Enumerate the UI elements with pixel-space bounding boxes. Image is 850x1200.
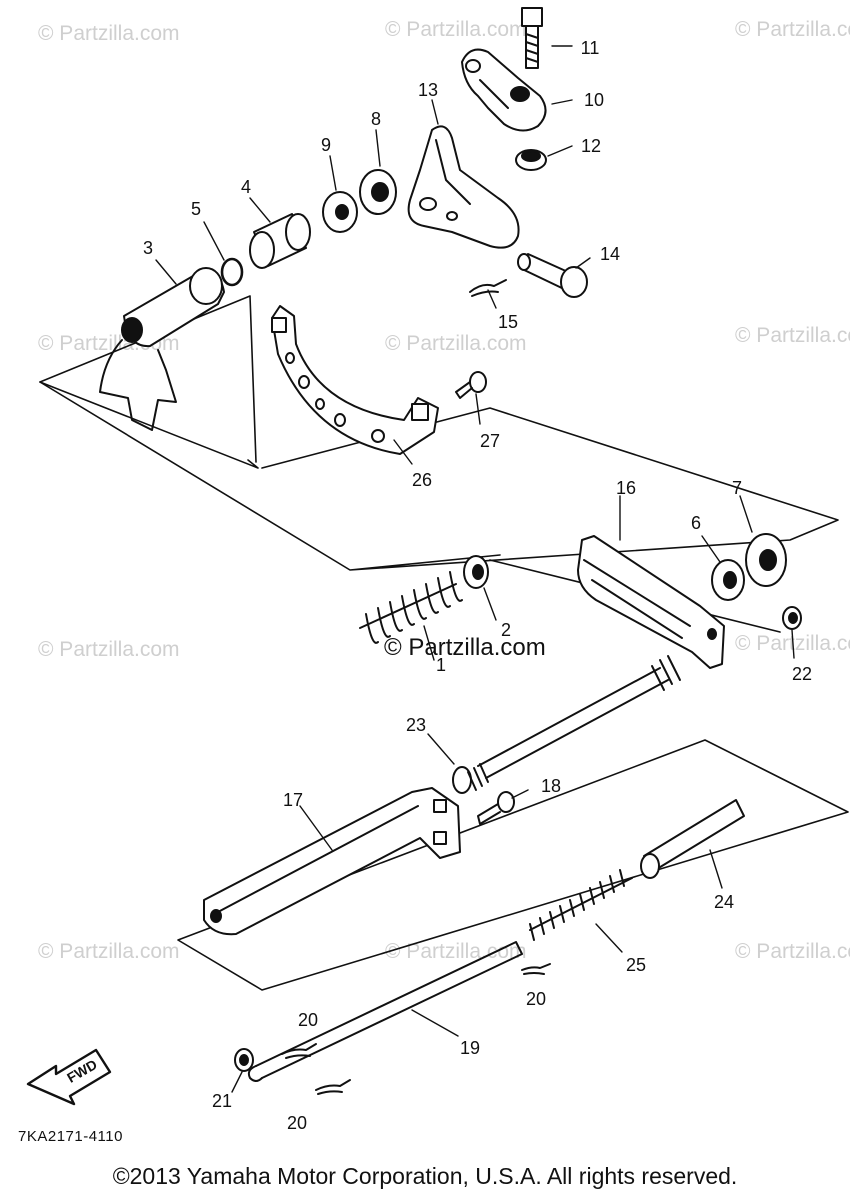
callout-12: 12	[580, 136, 602, 156]
clamp-bracket-10-part	[461, 48, 547, 132]
callout-26: 26	[411, 470, 433, 490]
watermark-mid-right: © Partzilla.com	[735, 324, 850, 347]
washer-7-part	[745, 533, 787, 587]
callout-20-middle: 20	[297, 1010, 319, 1030]
shift-bracket-13-part	[407, 125, 520, 249]
shift-lever-3-part	[99, 267, 225, 431]
callout-10: 10	[583, 90, 605, 110]
assembly-outline-lower-frame	[177, 739, 849, 991]
callout-2: 2	[500, 620, 512, 640]
arc-bracket-26-part	[271, 305, 439, 455]
callout-7: 7	[731, 478, 743, 498]
shift-slide-16-part	[577, 535, 725, 669]
cotter-pin-20a-part	[521, 963, 551, 975]
fwd-arrow-icon	[26, 1048, 112, 1106]
washer-22-part	[782, 606, 802, 630]
callout-17: 17	[282, 790, 304, 810]
bolt-11-part	[521, 7, 543, 69]
part-code: 7KA2171-4110	[18, 1128, 123, 1145]
callout-20-upper: 20	[525, 989, 547, 1009]
callout-5: 5	[190, 199, 202, 219]
washer-9-part	[322, 191, 358, 233]
watermark-mid-center: © Partzilla.com	[385, 332, 527, 355]
callout-25: 25	[625, 955, 647, 975]
callout-8: 8	[370, 109, 382, 129]
callout-9: 9	[320, 135, 332, 155]
watermark-bottom-right: © Partzilla.com	[735, 940, 850, 963]
washer-2-part	[463, 555, 489, 589]
callout-20-lower: 20	[286, 1113, 308, 1133]
watermark-lower-left: © Partzilla.com	[38, 638, 180, 661]
callout-15: 15	[497, 312, 519, 332]
leader-lines	[155, 45, 795, 1093]
washer-21-part	[234, 1048, 254, 1072]
callout-24: 24	[713, 892, 735, 912]
ring-5-part	[220, 257, 244, 287]
cotter-pin-20c-part	[315, 1079, 351, 1095]
cotter-pin-15-part	[469, 279, 507, 297]
watermark-top-left: © Partzilla.com	[38, 22, 180, 45]
washer-6-part	[711, 559, 745, 601]
callout-1: 1	[435, 655, 447, 675]
center-watermark: © Partzilla.com	[384, 634, 546, 661]
washer-8-part	[359, 169, 397, 215]
callout-19: 19	[459, 1038, 481, 1058]
copyright-notice: ©2013 Yamaha Motor Corporation, U.S.A. A…	[112, 1163, 738, 1189]
watermark-bottom-left: © Partzilla.com	[38, 940, 180, 963]
bolt-18-part	[477, 791, 515, 825]
callout-18: 18	[540, 776, 562, 796]
assembly-outline-upper-frame	[39, 381, 839, 571]
callout-27: 27	[479, 431, 501, 451]
callout-16: 16	[615, 478, 637, 498]
callout-22: 22	[791, 664, 813, 684]
spring-25-part	[529, 869, 633, 941]
spring-1-part	[359, 571, 463, 644]
shift-lever-17-part	[203, 787, 461, 936]
rod-19-part	[247, 941, 523, 1082]
shift-rod-part	[477, 655, 681, 779]
bushing-4-part	[249, 213, 311, 269]
watermark-top-right: © Partzilla.com	[735, 18, 850, 41]
callout-4: 4	[240, 177, 252, 197]
pin-14-part	[517, 253, 588, 298]
watermark-top-center: © Partzilla.com	[385, 18, 527, 41]
callout-21: 21	[211, 1091, 233, 1111]
callout-23: 23	[405, 715, 427, 735]
grommet-12-part	[515, 149, 547, 171]
watermark-bottom-center: © Partzilla.com	[385, 940, 527, 963]
spring-23-part	[452, 763, 489, 794]
callout-6: 6	[690, 513, 702, 533]
callout-11: 11	[580, 38, 600, 58]
callout-13: 13	[417, 80, 439, 100]
callout-3: 3	[142, 238, 154, 258]
cotter-pin-20b-part	[281, 1043, 317, 1059]
tube-24-part	[640, 799, 745, 879]
screw-27-part	[455, 371, 487, 399]
callout-14: 14	[599, 244, 621, 264]
